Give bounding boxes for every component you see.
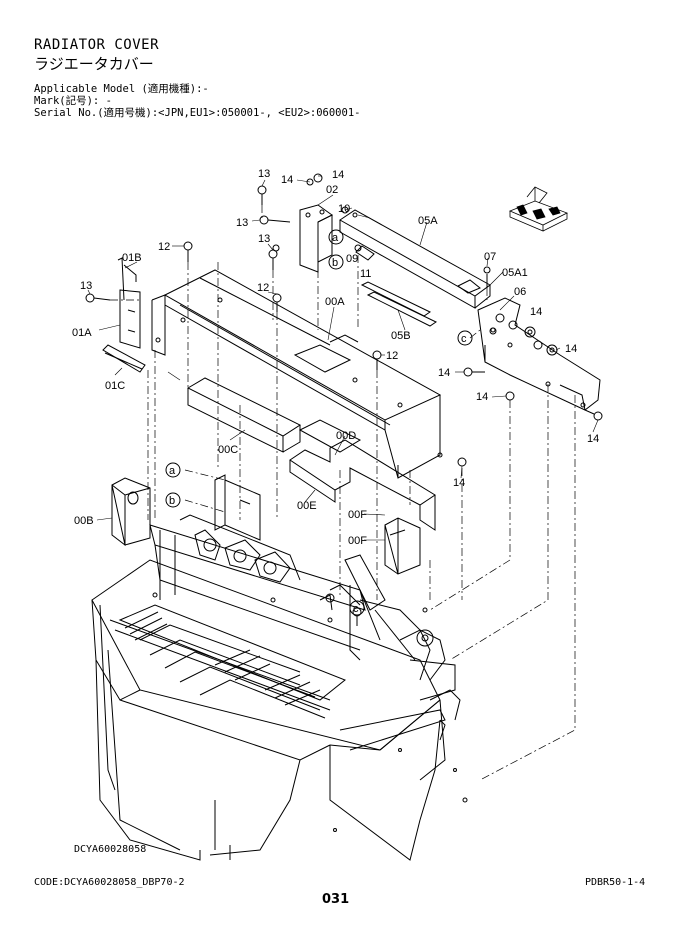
label-01b: 01B xyxy=(122,252,142,264)
label-11: 11 xyxy=(360,268,371,280)
ref-circle-a-2 xyxy=(165,462,181,478)
label-09: 09 xyxy=(346,253,358,265)
reference-lines xyxy=(110,205,576,781)
label-01a: 01A xyxy=(72,327,92,339)
ref-letter-a: a xyxy=(332,232,339,244)
label-13: 13 xyxy=(258,168,270,180)
label-07: 07 xyxy=(484,251,496,263)
applicable-model-line: Applicable Model (適用機種):- xyxy=(34,83,209,95)
label-00a: 00A xyxy=(325,296,345,308)
page-title: RADIATOR COVER xyxy=(34,37,160,53)
radiator-frame-assembly xyxy=(91,474,468,861)
label-14: 14 xyxy=(332,169,344,181)
seal-00d-00e xyxy=(289,439,436,506)
drawing-code: DCYA60028058 xyxy=(74,844,147,855)
label-14: 14 xyxy=(587,433,599,445)
label-10: 10 xyxy=(338,203,350,215)
ref-letter-c: c xyxy=(461,333,467,345)
block-00f xyxy=(384,517,421,575)
label-00f: 00F xyxy=(348,535,367,547)
label-00f: 00F xyxy=(348,509,367,521)
label-05b: 05B xyxy=(391,330,411,342)
label-13: 13 xyxy=(80,280,92,292)
page-number: 031 xyxy=(322,892,350,907)
bracket-01a xyxy=(117,257,141,349)
ref-circle-b-1 xyxy=(328,254,344,270)
label-06: 06 xyxy=(514,286,526,298)
label-02: 02 xyxy=(326,184,338,196)
leader-lines xyxy=(87,175,599,541)
label-14: 14 xyxy=(281,174,293,186)
ref-letter-c: c xyxy=(353,603,359,615)
reference-code: PDBR50-1-4 xyxy=(585,877,646,888)
label-12: 12 xyxy=(386,350,398,362)
label-14: 14 xyxy=(453,477,465,489)
label-00c: 00C xyxy=(218,444,238,456)
panel-05a xyxy=(339,209,491,309)
label-13: 13 xyxy=(258,233,270,245)
label-14: 14 xyxy=(530,306,542,318)
strip-01c xyxy=(102,344,146,373)
ref-circle-c-1 xyxy=(457,330,473,346)
page-title-japanese: ラジエータカバー xyxy=(34,55,154,73)
bracket-06 xyxy=(477,297,601,411)
label-05a1: 05A1 xyxy=(502,267,528,279)
bracket-02 xyxy=(299,204,333,273)
label-13: 13 xyxy=(236,217,248,229)
ref-letter-a: a xyxy=(169,465,176,477)
serial-number-line: Serial No.(適用号機):<JPN,EU1>:050001-, <EU2… xyxy=(34,107,361,119)
part-labels: 13 14 14 02 10 13 05A 13 12 01B a 09 b 1… xyxy=(72,168,599,615)
mark-line: Mark(記号): - xyxy=(34,95,112,107)
label-01c: 01C xyxy=(105,380,125,392)
label-12: 12 xyxy=(257,282,269,294)
ref-letter-b: b xyxy=(169,495,175,507)
label-00e: 00E xyxy=(297,500,317,512)
ref-circle-b-2 xyxy=(165,492,181,508)
label-14: 14 xyxy=(565,343,577,355)
machine-orientation-icon xyxy=(508,186,568,232)
ref-circle-a-1 xyxy=(328,229,344,245)
top-cover-00a xyxy=(151,269,443,479)
ref-circle-c-2 xyxy=(349,600,365,616)
label-00b: 00B xyxy=(74,515,94,527)
label-14: 14 xyxy=(438,367,450,379)
label-05a: 05A xyxy=(418,215,438,227)
seal-00c-top xyxy=(186,377,302,437)
strip-05b-1 xyxy=(360,281,432,317)
label-00d: 00D xyxy=(336,430,356,442)
label-14: 14 xyxy=(476,391,488,403)
strip-05b-2 xyxy=(366,291,438,327)
block-00b xyxy=(111,477,151,547)
code-line: CODE:DCYA60028058_DBP70-2 xyxy=(34,877,185,888)
ref-letter-b: b xyxy=(332,257,338,269)
label-12: 12 xyxy=(158,241,170,253)
